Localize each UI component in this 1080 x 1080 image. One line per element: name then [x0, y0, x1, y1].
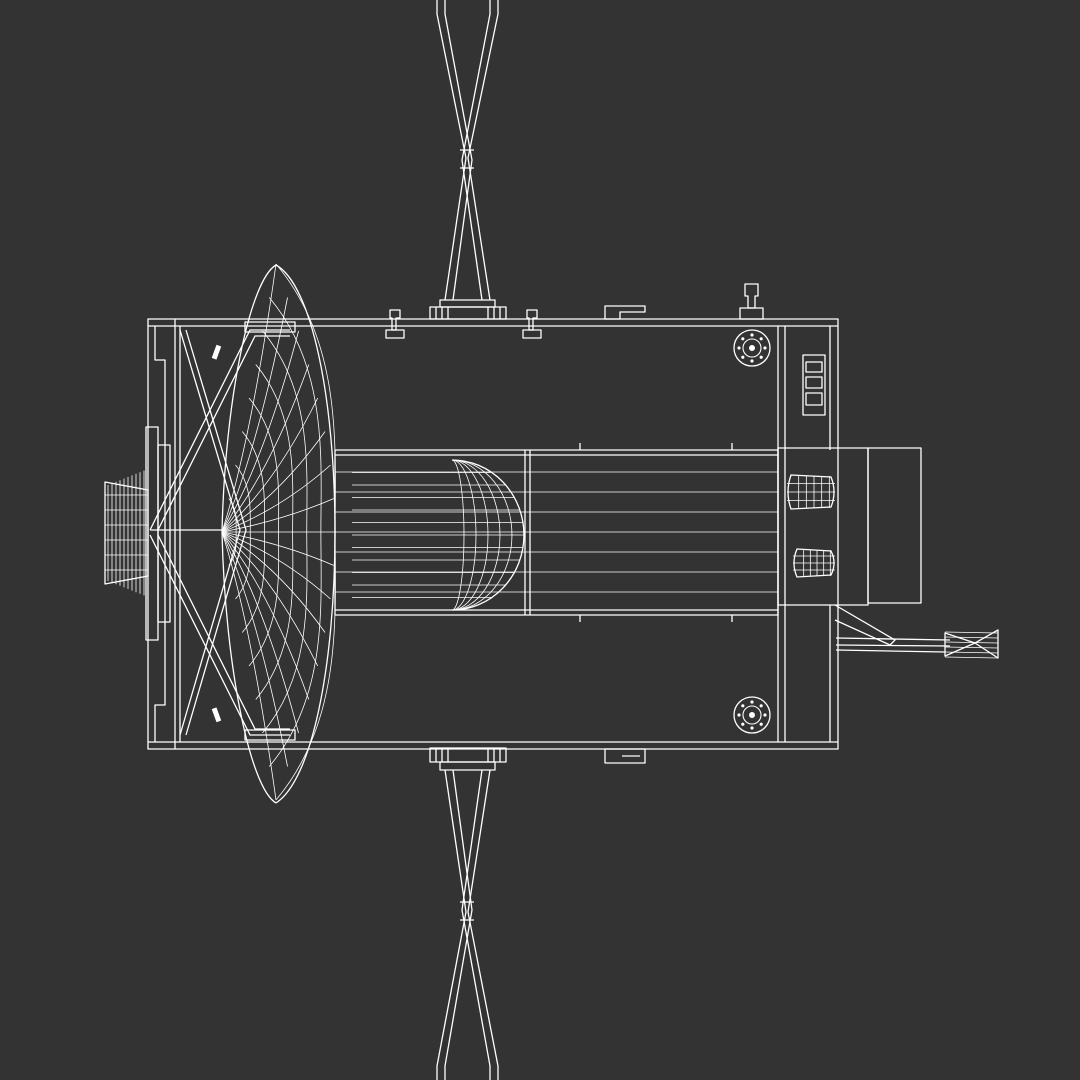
- instrument-boom-right: [834, 604, 999, 659]
- tank-stripes: [335, 471, 778, 593]
- solar-array-boom-bottom: [429, 747, 507, 1080]
- vent-port-upper: [733, 329, 771, 367]
- engine-nozzle-rings: [105, 469, 149, 597]
- vent-port-lower: [733, 696, 771, 734]
- propellant-tank-section: [334, 443, 779, 622]
- tank-dome: [352, 459, 525, 611]
- instrument-boom-hatching: [944, 631, 999, 659]
- high-gain-antenna: [149, 263, 336, 804]
- attitude-thruster-lower: [793, 548, 835, 578]
- main-engine: [104, 426, 171, 641]
- right-end-module: [777, 354, 922, 606]
- hull-fittings-top: [244, 283, 764, 339]
- main-bus-body: [147, 318, 839, 750]
- solar-array-boom-top: [429, 0, 507, 320]
- antenna-feed-struts: [149, 329, 290, 736]
- attitude-thruster-upper: [787, 474, 835, 510]
- hull-fittings-bottom: [244, 729, 646, 764]
